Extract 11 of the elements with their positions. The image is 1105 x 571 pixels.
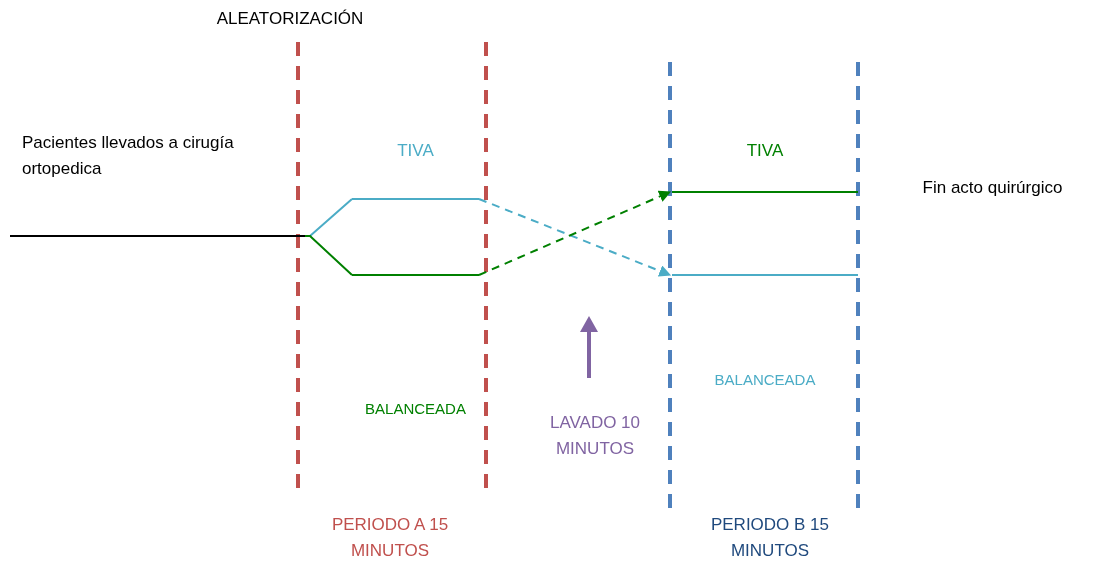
text-label: ALEATORIZACIÓN xyxy=(215,8,365,30)
text-label: LAVADO 10 MINUTOS xyxy=(548,412,642,460)
segment-label: BALANCEADA xyxy=(364,398,467,419)
segment-label: Pacientes llevados a cirugía ortopedica xyxy=(22,132,235,181)
segment-label: BALANCEADA xyxy=(713,369,817,390)
segment-label: TIVA xyxy=(396,140,435,162)
connector-line xyxy=(304,235,353,276)
segment-label: TIVA xyxy=(745,140,785,162)
text-label: PERIODO B 15 MINUTOS xyxy=(709,514,831,562)
text-label: PERIODO A 15 MINUTOS xyxy=(330,514,450,562)
text-label: Fin acto quirúrgico xyxy=(921,177,1064,199)
